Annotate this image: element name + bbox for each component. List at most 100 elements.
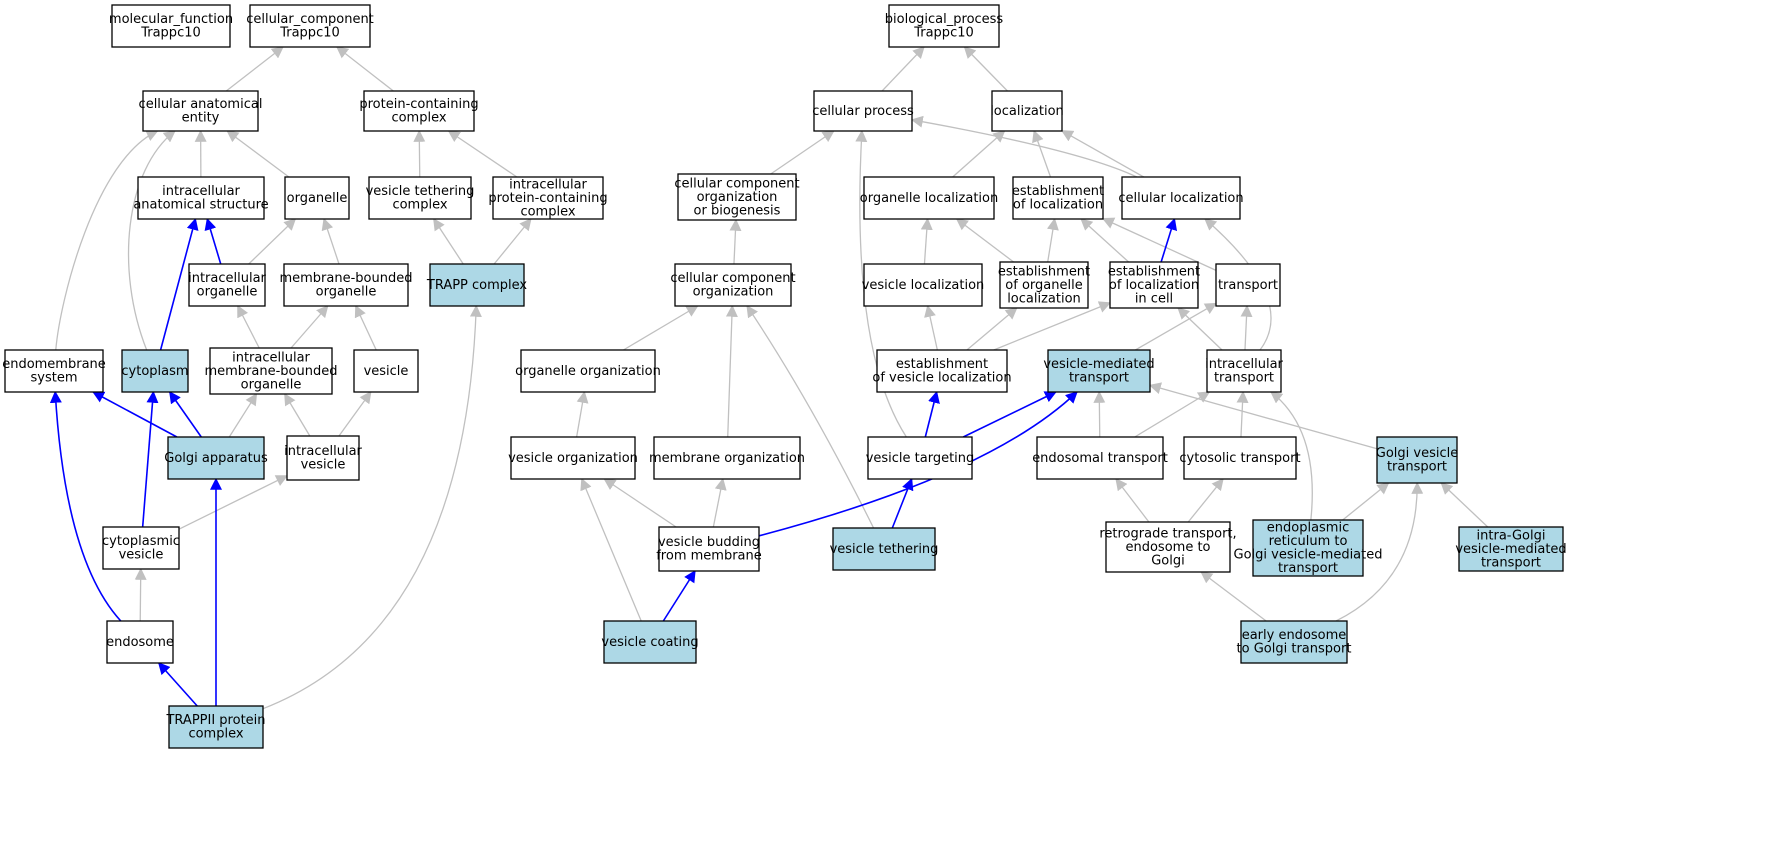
go-term-node-golgi[interactable]: Golgi apparatus — [164, 436, 268, 480]
node-label-line: of localization — [1109, 278, 1199, 293]
edge-vbud-to-vo — [603, 478, 677, 528]
node-label-line: molecular_function — [109, 12, 233, 27]
node-label-line: transport — [1218, 278, 1278, 293]
edge-cv-to-cyto — [141, 390, 159, 528]
edge-cyto-to-ias — [159, 217, 199, 351]
node-box — [492, 176, 604, 220]
node-box — [1206, 349, 1282, 393]
go-term-node-endot[interactable]: endosomal transport — [1032, 436, 1168, 480]
edge-cyto-to-cae — [127, 130, 176, 351]
node-label-line: vesicle-mediated — [1043, 357, 1154, 372]
go-term-node-transport[interactable]: transport — [1215, 263, 1281, 307]
node-label-line: cytoplasm — [121, 364, 188, 379]
edge-vcoat-to-vo — [580, 477, 642, 622]
node-box — [209, 347, 333, 395]
edge-vesloc-to-orgloc — [920, 217, 933, 265]
go-term-node-vtarg[interactable]: vesicle targeting — [866, 436, 975, 480]
node-box — [249, 4, 371, 48]
node-label-line: membrane organization — [649, 451, 805, 466]
node-label-line: Trappc10 — [913, 26, 974, 41]
go-term-node-endosome[interactable]: endosome — [106, 620, 174, 664]
node-label-line: cytosolic transport — [1179, 451, 1300, 466]
go-term-node-vcoat[interactable]: vesicle coating — [601, 620, 699, 664]
go-term-node-organelle[interactable]: organelle — [284, 176, 350, 220]
node-box — [121, 349, 189, 393]
node-box — [1105, 521, 1231, 573]
go-term-node-orgloc[interactable]: organelle localization — [860, 176, 998, 220]
edge-ergvt-to-it — [1270, 391, 1313, 521]
edge-endot-to-it — [1134, 391, 1211, 438]
go-term-node-vteth[interactable]: vesicle tethering — [830, 527, 939, 571]
edge-io-to-organelle — [248, 218, 297, 265]
node-label-line: system — [31, 371, 78, 386]
node-label-line: vesicle-mediated — [1455, 542, 1566, 557]
go-term-node-trapp[interactable]: TRAPP complex — [426, 263, 528, 307]
go-term-node-vo[interactable]: vesicle organization — [508, 436, 638, 480]
edge-pcc-to-cc — [335, 46, 394, 92]
node-label-line: endosomal transport — [1032, 451, 1168, 466]
go-term-node-vesloc[interactable]: vesicle localization — [862, 263, 985, 307]
edge-ccob-to-cellproc — [770, 130, 835, 175]
edge-mbo-to-organelle — [321, 217, 340, 265]
node-label-line: vesicle tethering — [366, 184, 475, 199]
node-label-line: entity — [182, 111, 220, 126]
node-label-line: establishment — [1108, 264, 1200, 279]
node-label-line: TRAPP complex — [426, 278, 528, 293]
edge-cco-to-ccob — [729, 218, 742, 265]
node-label-line: vesicle budding — [658, 535, 760, 550]
node-box — [1240, 620, 1348, 664]
node-label-line: membrane-bounded — [204, 364, 337, 379]
go-term-node-cellproc[interactable]: cellular process — [812, 90, 914, 132]
go-term-node-cellloc[interactable]: cellular localization — [1118, 176, 1244, 220]
edge-igvt-to-gvt — [1440, 482, 1489, 528]
node-box — [677, 173, 797, 221]
node-label-line: Golgi vesicle-mediated — [1234, 548, 1383, 563]
go-term-node-loc[interactable]: localization — [990, 90, 1064, 132]
node-label-line: cellular process — [812, 104, 914, 119]
edge-vteth-to-cco — [746, 305, 875, 529]
edge-golgi-to-imbo — [228, 392, 258, 438]
go-term-node-vesicle[interactable]: vesicle — [353, 349, 419, 393]
node-box — [520, 349, 656, 393]
node-layer: molecular_functionTrappc10cellular_compo… — [2, 4, 1567, 749]
go-term-node-mo[interactable]: membrane organization — [649, 436, 805, 480]
node-label-line: complex — [520, 204, 575, 219]
edge-vtc-to-pcc — [413, 129, 426, 178]
node-box — [1012, 176, 1104, 220]
node-label-line: endomembrane — [2, 357, 106, 372]
go-term-node-orgorg[interactable]: organelle organization — [515, 349, 661, 393]
go-term-node-cyto[interactable]: cytoplasm — [121, 349, 189, 393]
edge-vbud-to-mo — [712, 477, 727, 528]
node-box — [4, 349, 104, 393]
go-term-node-cytot[interactable]: cytosolic transport — [1179, 436, 1301, 480]
